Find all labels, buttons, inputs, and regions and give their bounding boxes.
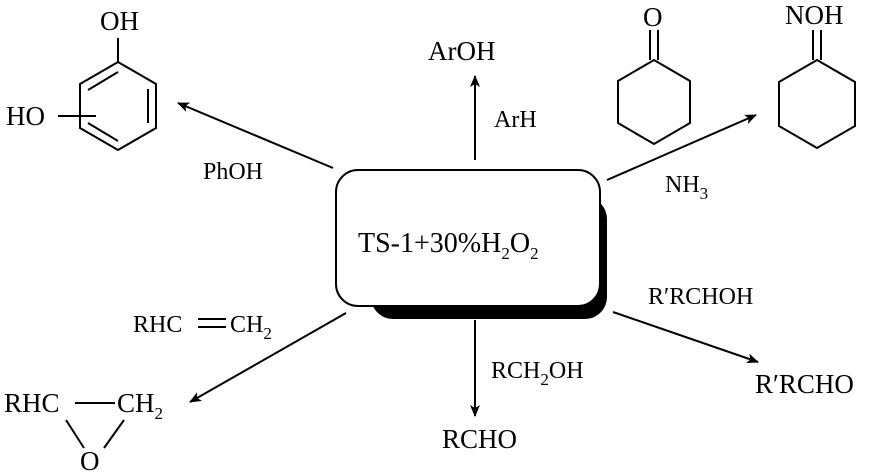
reagent-nh3: NH3: [665, 172, 708, 203]
product-oh-top: OH: [100, 6, 139, 36]
arrow-lower-right: [612, 311, 759, 364]
reagent-primary-alcohol: RCH2OH: [491, 358, 584, 389]
oxime-label: NOH: [785, 0, 844, 30]
arrow-upper-left: [177, 102, 334, 169]
center-label: TS-1+30%H2O2: [358, 228, 539, 263]
epoxide-right: CH2: [117, 388, 163, 423]
reagent-alkene-right: CH2: [230, 312, 272, 343]
cyclohexanone-structure: [617, 30, 691, 146]
alkene-double-bond: [198, 318, 226, 328]
dihydroxybenzene-structure: [58, 38, 157, 152]
reagent-secondary-alcohol: R′RCHOH: [648, 284, 753, 310]
epoxide-left: RHC: [4, 388, 60, 418]
arrow-lower-left: [189, 312, 347, 403]
product-oh-side: HO: [6, 101, 45, 131]
product-aroh: ArOH: [428, 36, 496, 66]
ketone-oxygen: O: [643, 2, 663, 32]
center-box: [335, 169, 601, 307]
reagent-phoh: PhOH: [203, 159, 263, 185]
product-aldehyde: RCHO: [442, 424, 517, 454]
product-ketone: R′RCHO: [755, 369, 854, 399]
epoxide-bonds: [65, 402, 125, 449]
cyclohexanone-oxime-structure: [778, 30, 856, 150]
reagent-alkene-left: RHC: [133, 312, 182, 338]
arrow-upper-right: [606, 114, 757, 181]
epoxide-oxygen: O: [80, 446, 100, 476]
reagent-arh: ArH: [494, 107, 537, 133]
